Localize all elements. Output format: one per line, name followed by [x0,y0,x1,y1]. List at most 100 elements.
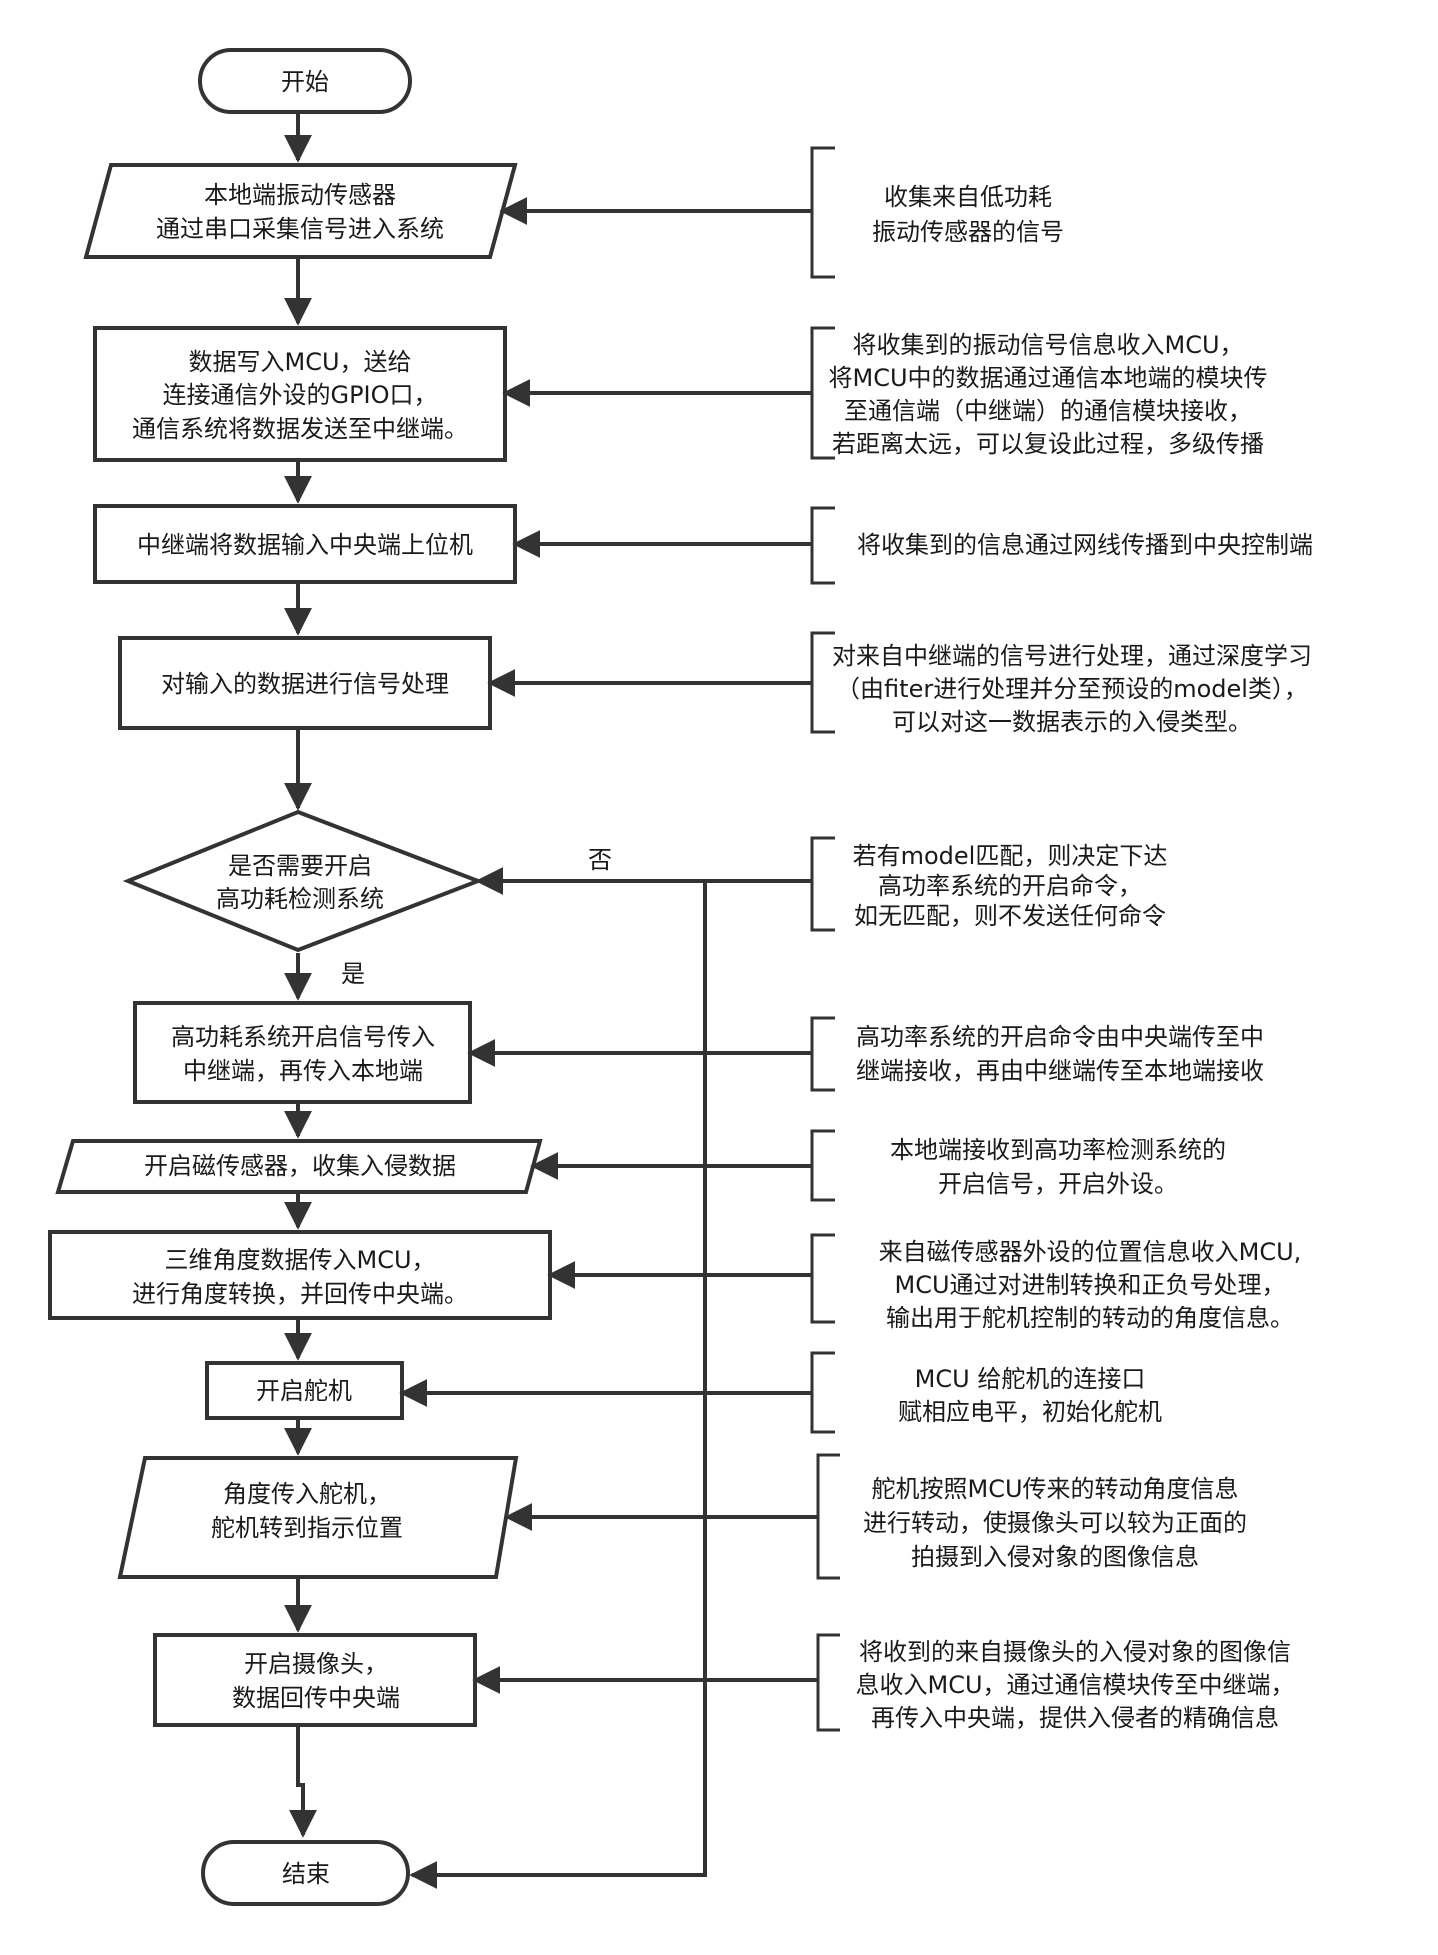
annotation-note-10-line-1: 舵机按照MCU传来的转动角度信息 [871,1475,1238,1503]
process-high-power-signal-shape [133,1001,472,1104]
annotation-bracket-4 [810,631,835,734]
annotation-bracket-7 [810,1129,835,1202]
input-servo-angle-line-1: 角度传入舵机， [223,1480,391,1508]
annotation-note-7-line-1: 本地端接收到高功率检测系统的 [890,1136,1226,1164]
process-signal-processing-shape [118,636,492,730]
annotation-note-5-line-1: 若有model匹配，则决定下达 [853,842,1168,870]
annotation-note-10-line-3: 拍摄到入侵对象的图像信息 [911,1543,1199,1571]
annotation-bracket-2 [810,326,835,460]
process-high-power-signal-line-2: 中继端，再传入本地端 [183,1057,423,1085]
annotation-note-2-line-2: 将MCU中的数据通过通信本地端的模块传 [828,364,1267,392]
annotation-brackets [810,146,840,1732]
process-relay-to-host-shape [93,504,517,584]
input-servo-angle: 角度传入舵机， 舵机转到指示位置 [117,1456,519,1579]
process-write-mcu-line-2: 连接通信外设的GPIO口， [162,381,437,409]
decision-high-power-line-1: 是否需要开启 [228,852,372,880]
process-angle-conversion-line-1: 三维角度数据传入MCU， [164,1246,435,1274]
input-magnetic-sensor-label: 开启磁传感器，收集入侵数据 [144,1152,456,1180]
end-terminal: 结束 [201,1840,410,1906]
annotation-note-6-line-2: 继端接收，再由中继端传至本地端接收 [856,1057,1264,1085]
annotation-note-9-line-1: MCU 给舵机的连接口 [915,1365,1146,1393]
annotation-bracket-5 [810,836,835,932]
annotation-note-4-line-3: 可以对这一数据表示的入侵类型。 [892,708,1252,736]
annotation-note-10: 舵机按照MCU传来的转动角度信息 进行转动，使摄像头可以较为正面的 拍摄到入侵对… [863,1475,1247,1571]
annotation-note-1: 收集来自低功耗 振动传感器的信号 [872,183,1064,246]
process-camera: 开启摄像头， 数据回传中央端 [153,1633,477,1727]
annotation-note-2-line-1: 将收集到的振动信号信息收入MCU， [852,331,1243,359]
process-write-mcu: 数据写入MCU，送给 连接通信外设的GPIO口， 通信系统将数据发送至中继端。 [93,326,507,462]
annotation-note-9: MCU 给舵机的连接口 赋相应电平，初始化舵机 [898,1365,1162,1426]
process-write-mcu-line-1: 数据写入MCU，送给 [188,348,411,376]
annotation-note-1-line-1: 收集来自低功耗 [884,183,1052,211]
input-vibration-sensor: 本地端振动传感器 通过串口采集信号进入系统 [83,163,518,259]
process-relay-to-host: 中继端将数据输入中央端上位机 [93,504,517,584]
annotation-note-5: 若有model匹配，则决定下达 高功率系统的开启命令， 如无匹配，则不发送任何命… [853,842,1168,930]
annotation-bracket-10 [816,1453,840,1580]
process-signal-processing-label: 对输入的数据进行信号处理 [161,670,449,698]
start-terminal: 开始 [198,48,412,114]
branch-no-label: 否 [588,846,612,874]
annotation-bracket-11 [816,1633,840,1732]
input-magnetic-sensor: 开启磁传感器，收集入侵数据 [55,1139,543,1194]
annotation-note-2-line-3: 至通信端（中继端）的通信模块接收， [844,397,1252,425]
input-vibration-sensor-line-2: 通过串口采集信号进入系统 [156,215,444,243]
annotation-note-2: 将收集到的振动信号信息收入MCU， 将MCU中的数据通过通信本地端的模块传 至通… [828,331,1267,458]
start-terminal-shape [198,48,412,114]
annotation-note-11-line-1: 将收到的来自摄像头的入侵对象的图像信 [859,1638,1291,1666]
connector-p7-end [289,1725,317,1838]
process-enable-servo-shape [205,1361,404,1420]
process-high-power-signal: 高功耗系统开启信号传入 中继端，再传入本地端 [133,1001,472,1104]
end-label: 结束 [282,1860,330,1888]
decision-high-power: 是否需要开启 高功耗检测系统 [122,809,484,953]
process-write-mcu-shape [93,326,507,462]
annotation-note-4-line-2: （由fiter进行处理并分至预设的model类）， [836,675,1308,703]
input-servo-angle-line-2: 舵机转到指示位置 [211,1514,403,1542]
process-angle-conversion: 三维角度数据传入MCU， 进行角度转换，并回传中央端。 [48,1230,552,1320]
annotation-note-2-line-4: 若距离太远，可以复设此过程，多级传播 [832,430,1264,458]
annotation-note-5-line-3: 如无匹配，则不发送任何命令 [854,902,1166,930]
annotation-note-6: 高功率系统的开启命令由中央端传至中 继端接收，再由中继端传至本地端接收 [856,1023,1264,1085]
annotation-note-4: 对来自中继端的信号进行处理，通过深度学习 （由fiter进行处理并分至预设的mo… [832,642,1312,736]
annotation-bracket-9 [810,1351,835,1434]
annotation-note-11-line-3: 再传入中央端，提供入侵者的精确信息 [871,1704,1279,1732]
annotation-bracket-1 [810,146,835,279]
process-write-mcu-line-3: 通信系统将数据发送至中继端。 [132,415,468,443]
annotation-note-1-line-2: 振动传感器的信号 [872,218,1064,246]
annotation-bracket-8 [810,1233,835,1324]
process-signal-processing: 对输入的数据进行信号处理 [118,636,492,730]
annotation-arrows [399,197,818,1694]
input-vibration-sensor-shape [83,163,518,259]
annotation-note-3-line-1: 将收集到的信息通过网线传播到中央控制端 [857,531,1313,559]
annotation-note-11: 将收到的来自摄像头的入侵对象的图像信 息收入MCU，通过通信模块传至中继端， 再… [855,1638,1294,1732]
process-high-power-signal-line-1: 高功耗系统开启信号传入 [171,1023,435,1051]
process-camera-shape [153,1633,477,1727]
annotation-bracket-3 [810,506,835,585]
branch-yes-label: 是 [341,960,365,988]
annotation-note-6-line-1: 高功率系统的开启命令由中央端传至中 [856,1023,1264,1051]
decision-high-power-line-2: 高功耗检测系统 [216,885,384,913]
annotation-note-8-line-2: MCU通过对进制转换和正负号处理， [894,1271,1285,1299]
annotation-note-7-line-2: 开启信号，开启外设。 [938,1170,1178,1198]
annotation-note-8: 来自磁传感器外设的位置信息收入MCU, MCU通过对进制转换和正负号处理， 输出… [879,1238,1302,1332]
annotation-note-7: 本地端接收到高功率检测系统的 开启信号，开启外设。 [890,1136,1226,1198]
process-camera-line-1: 开启摄像头， [244,1650,388,1678]
input-vibration-sensor-line-1: 本地端振动传感器 [204,181,396,209]
decision-high-power-shape [122,809,484,953]
input-servo-angle-shape [117,1456,519,1579]
process-camera-line-2: 数据回传中央端 [232,1684,400,1712]
process-relay-to-host-label: 中继端将数据输入中央端上位机 [137,531,473,559]
annotation-note-10-line-2: 进行转动，使摄像头可以较为正面的 [863,1509,1247,1537]
annotation-note-11-line-2: 息收入MCU，通过通信模块传至中继端， [855,1671,1294,1699]
process-enable-servo: 开启舵机 [205,1361,404,1420]
annotation-note-9-line-2: 赋相应电平，初始化舵机 [898,1398,1162,1426]
annotation-note-8-line-3: 输出用于舵机控制的转动的角度信息。 [886,1304,1294,1332]
process-angle-conversion-shape [48,1230,552,1320]
annotation-note-5-line-2: 高功率系统的开启命令， [878,872,1142,900]
end-terminal-shape [201,1840,410,1906]
annotation-note-4-line-1: 对来自中继端的信号进行处理，通过深度学习 [832,642,1312,670]
annotation-note-3: 将收集到的信息通过网线传播到中央控制端 [857,531,1313,559]
annotation-note-8-line-1: 来自磁传感器外设的位置信息收入MCU, [879,1238,1302,1266]
process-angle-conversion-line-2: 进行角度转换，并回传中央端。 [132,1280,468,1308]
annotation-bracket-6 [810,1016,835,1092]
